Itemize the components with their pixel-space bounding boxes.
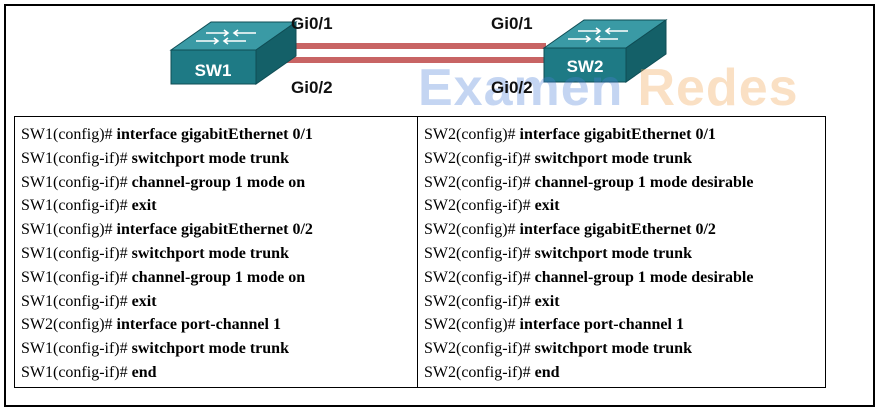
cli-command: channel-group 1 mode on (131, 173, 306, 191)
cli-prompt: SW1(config-if)# (21, 149, 132, 167)
sw1-config-column: SW1(config)# interface gigabitEthernet 0… (15, 117, 418, 387)
sw1-port-gi0-2-label: Gi0/2 (291, 78, 333, 97)
sw2-label: SW2 (567, 57, 604, 76)
config-line: SW2(config-if)# switchport mode trunk (424, 337, 825, 361)
config-line: SW2(config)# interface port-channel 1 (21, 313, 417, 337)
config-line: SW2(config-if)# channel-group 1 mode des… (424, 266, 825, 290)
cli-command: interface gigabitEthernet 0/1 (116, 126, 313, 143)
arrows-icon (196, 29, 256, 45)
config-line: SW2(config-if)# switchport mode trunk (424, 147, 825, 171)
config-line: SW1(config-if)# end (21, 361, 417, 385)
cli-command: switchport mode trunk (131, 340, 289, 358)
cli-command: interface port-channel 1 (116, 316, 281, 334)
arrows-icon (568, 27, 628, 43)
switch-sw1 (169, 21, 298, 85)
sw2-port-gi0-1-label: Gi0/1 (491, 14, 533, 33)
config-line: SW2(config-if)# switchport mode trunk (424, 242, 825, 266)
cli-command: interface gigabitEthernet 0/1 (519, 126, 716, 143)
config-table: SW1(config)# interface gigabitEthernet 0… (14, 116, 826, 388)
cli-prompt: SW2(config)# (424, 221, 520, 239)
cli-command: exit (534, 197, 560, 215)
sw2-port-gi0-2-label: Gi0/2 (491, 78, 533, 97)
cli-command: interface gigabitEthernet 0/2 (519, 221, 716, 239)
cli-prompt: SW1(config-if)# (21, 173, 132, 191)
cli-command: end (131, 363, 157, 381)
cli-command: switchport mode trunk (131, 149, 289, 167)
cli-prompt: SW2(config)# (424, 126, 520, 143)
cli-prompt: SW1(config)# (21, 126, 117, 143)
config-line: SW1(config)# interface gigabitEthernet 0… (21, 123, 417, 147)
cli-prompt: SW2(config)# (424, 316, 520, 334)
cli-prompt: SW2(config-if)# (424, 268, 535, 286)
config-line: SW2(config-if)# exit (424, 290, 825, 314)
cli-command: switchport mode trunk (534, 340, 692, 358)
cli-prompt: SW1(config-if)# (21, 363, 132, 381)
cli-prompt: SW1(config-if)# (21, 268, 132, 286)
cli-prompt: SW1(config-if)# (21, 340, 132, 358)
config-line: SW1(config-if)# switchport mode trunk (21, 242, 417, 266)
cli-prompt: SW1(config-if)# (21, 197, 132, 215)
cli-prompt: SW1(config)# (21, 221, 117, 239)
config-line: SW1(config-if)# exit (21, 194, 417, 218)
cli-command: switchport mode trunk (131, 244, 289, 262)
config-line: SW1(config-if)# channel-group 1 mode on (21, 266, 417, 290)
cli-command: channel-group 1 mode desirable (534, 173, 754, 191)
cli-command: exit (131, 292, 157, 310)
config-line: SW1(config-if)# switchport mode trunk (21, 147, 417, 171)
config-line: SW1(config-if)# exit (21, 290, 417, 314)
cli-prompt: SW1(config-if)# (21, 292, 132, 310)
cli-command: end (534, 363, 560, 381)
cli-prompt: SW2(config-if)# (424, 149, 535, 167)
cli-command: channel-group 1 mode on (131, 268, 306, 286)
config-line: SW2(config-if)# end (424, 361, 825, 385)
cli-prompt: SW2(config-if)# (424, 340, 535, 358)
config-line: SW2(config-if)# channel-group 1 mode des… (424, 171, 825, 195)
cli-command: channel-group 1 mode desirable (534, 268, 754, 286)
config-line: SW1(config-if)# channel-group 1 mode on (21, 171, 417, 195)
cli-prompt: SW2(config-if)# (424, 197, 535, 215)
cli-prompt: SW2(config)# (21, 316, 117, 334)
cli-command: exit (131, 197, 157, 215)
cli-prompt: SW2(config-if)# (424, 244, 535, 262)
switch-sw2 (542, 19, 668, 83)
config-line: SW1(config-if)# switchport mode trunk (21, 337, 417, 361)
config-line: SW2(config)# interface gigabitEthernet 0… (424, 218, 825, 242)
cli-command: switchport mode trunk (534, 149, 692, 167)
cli-prompt: SW2(config-if)# (424, 173, 535, 191)
config-line: SW1(config)# interface gigabitEthernet 0… (21, 218, 417, 242)
cli-prompt: SW2(config-if)# (424, 363, 535, 381)
cli-command: interface port-channel 1 (519, 316, 684, 334)
sw2-config-column: SW2(config)# interface gigabitEthernet 0… (418, 117, 825, 387)
sw1-label: SW1 (195, 61, 232, 80)
config-line: SW2(config)# interface port-channel 1 (424, 313, 825, 337)
cli-command: exit (534, 292, 560, 310)
config-line: SW2(config)# interface gigabitEthernet 0… (424, 123, 825, 147)
cli-command: interface gigabitEthernet 0/2 (116, 221, 313, 239)
cli-command: switchport mode trunk (534, 244, 692, 262)
config-line: SW2(config-if)# exit (424, 194, 825, 218)
network-topology: SW1 SW2 (169, 19, 668, 85)
sw1-port-gi0-1-label: Gi0/1 (291, 14, 333, 33)
cli-prompt: SW1(config-if)# (21, 244, 132, 262)
cli-prompt: SW2(config-if)# (424, 292, 535, 310)
